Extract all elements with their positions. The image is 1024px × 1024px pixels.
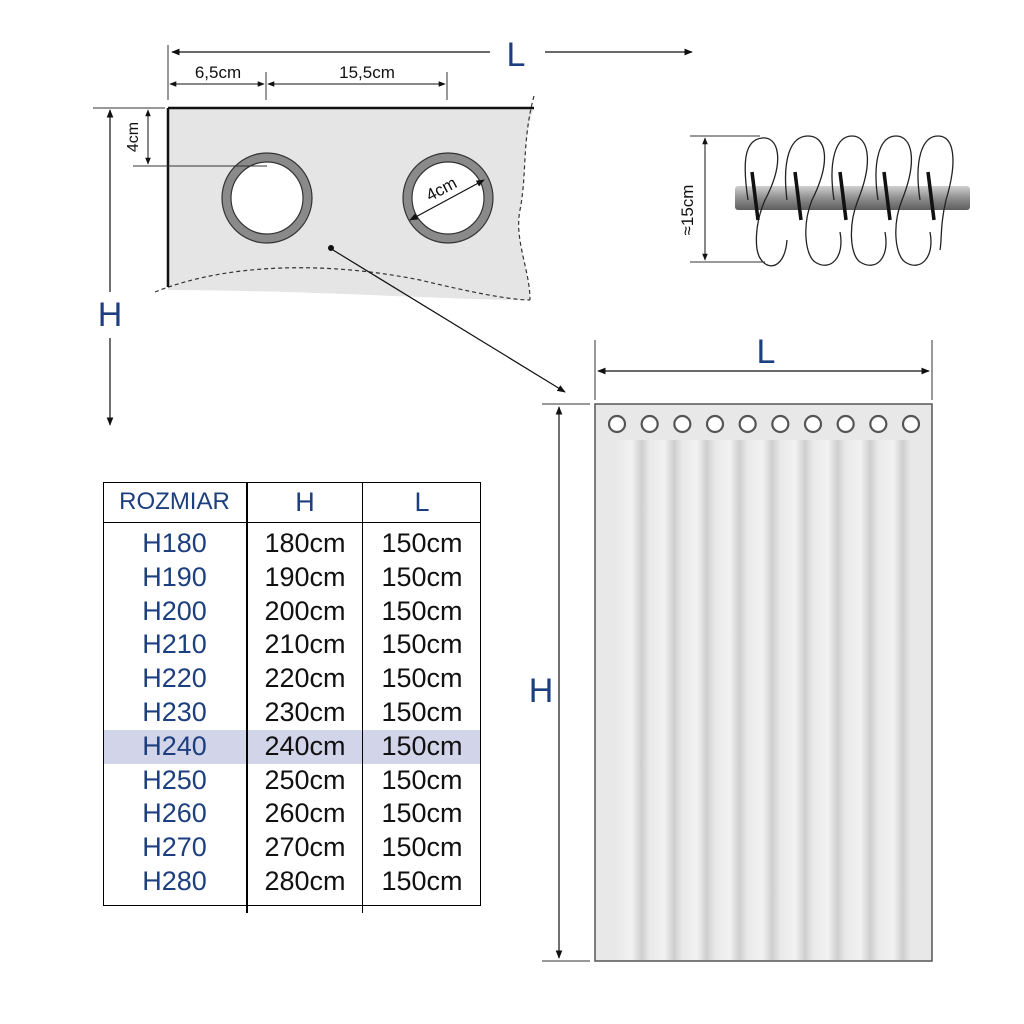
length-cell: 150cm [381, 528, 463, 558]
height-cell: 250cm [247, 763, 363, 798]
height-cell: 230cm [247, 695, 363, 730]
size-cell: H200 [103, 594, 248, 629]
header-length: L [362, 482, 481, 523]
size-cell: H280 [103, 864, 248, 913]
pleat-height-label: ≈15cm [678, 185, 697, 236]
detail-length-label: L [507, 36, 526, 74]
height-cell: 210cm [247, 628, 363, 663]
pleat-fold [715, 440, 748, 960]
curtain-grommets [607, 414, 921, 434]
header-size: ROZMIAR [103, 482, 248, 523]
top-offset-label: 4cm [125, 122, 142, 152]
grommet [738, 414, 757, 434]
full-curtain: L H [529, 333, 933, 962]
grommet [771, 414, 790, 434]
length-cell: 150cm [381, 865, 463, 896]
grommet [673, 414, 692, 434]
size-cell: H180 [103, 522, 248, 561]
length-cell: 150cm [362, 729, 481, 764]
size-cell: H220 [103, 662, 248, 696]
size-cell: H240 [103, 729, 248, 764]
fabric-detail: L 6,5cm 15,5cm 4cm 4cm H [93, 36, 693, 426]
height-cell: 280cm [247, 864, 363, 913]
curtain-width-label: L [757, 333, 776, 371]
grommet [901, 414, 921, 434]
curtain-height-label: H [529, 672, 554, 710]
pleat-fold [682, 440, 715, 960]
detail-height-label: H [98, 296, 123, 334]
size-table-header: ROZMIAR H L [103, 482, 481, 523]
header-height: H [247, 482, 363, 523]
pleat-fold [845, 440, 879, 960]
pleat-fold [617, 440, 650, 960]
grommet [836, 414, 855, 434]
height-cell: 200cm [247, 594, 363, 629]
size-cell: H210 [103, 628, 248, 663]
height-cell: 240cm [247, 729, 363, 764]
length-cell: 150cm [381, 696, 463, 727]
height-cell: 270cm [247, 831, 363, 865]
size-cell: H250 [103, 763, 248, 798]
height-cell: 260cm [247, 797, 363, 832]
grommet-right [402, 152, 494, 244]
length-cell: 150cm [381, 764, 463, 795]
spacing-dimension-label: 15,5cm [339, 63, 395, 82]
grommet [803, 414, 823, 434]
curtain-pleats [617, 440, 911, 960]
length-cell: 150cm [381, 663, 463, 694]
pleat-fold [747, 440, 781, 960]
length-cell: 150cm [381, 595, 463, 626]
grommet [869, 414, 888, 434]
height-cell: 220cm [247, 662, 363, 696]
length-cell: 150cm [381, 832, 463, 863]
height-cell: 190cm [247, 560, 363, 595]
height-cell: 180cm [247, 522, 363, 561]
size-cell: H260 [103, 797, 248, 832]
grommet-left [221, 152, 313, 244]
pleat-fold [780, 440, 813, 960]
pleat-fold [813, 440, 846, 960]
pleat-fold [878, 440, 911, 960]
offset-dimension-label: 6,5cm [195, 63, 241, 82]
grommet [705, 414, 725, 434]
pleat-detail: ≈15cm [678, 135, 970, 267]
size-cell: H230 [103, 695, 248, 730]
size-cell: H190 [103, 560, 248, 595]
grommet [607, 414, 627, 434]
length-cell: 150cm [381, 561, 463, 592]
curtain-rod [735, 186, 970, 210]
length-cell: 150cm [381, 798, 463, 829]
size-cell: H270 [103, 831, 248, 865]
pleat-fold [649, 440, 683, 960]
grommet [640, 414, 659, 434]
length-cell: 150cm [381, 629, 463, 660]
